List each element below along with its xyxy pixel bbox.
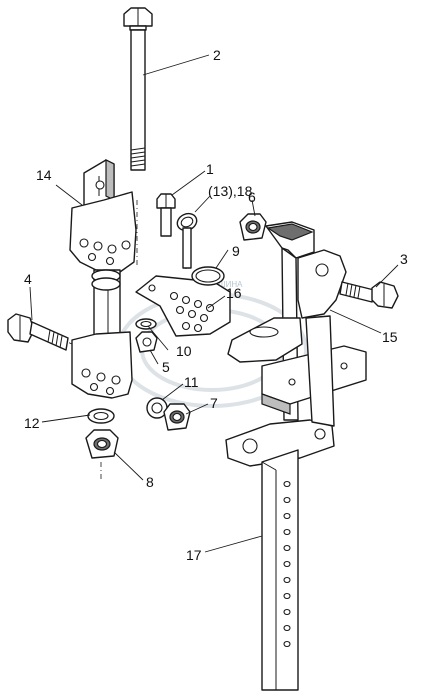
drawbar-shaft [261, 449, 299, 691]
small-nut [135, 331, 158, 353]
callout-3: 3 [400, 251, 408, 267]
right-nut [163, 403, 191, 431]
callout-14: 14 [36, 167, 52, 183]
callout-10: 10 [176, 343, 192, 359]
long-bolt [123, 7, 153, 171]
hitch-body [225, 221, 367, 467]
callout-6: 6 [248, 189, 256, 205]
hole-plate [135, 275, 231, 337]
callout-15: 15 [382, 329, 398, 345]
callout-8: 8 [146, 474, 154, 490]
callout-4: 4 [24, 271, 32, 287]
callout-13-18: (13),18 [208, 183, 253, 199]
leader-lines [29, 54, 399, 553]
callout-5: 5 [162, 359, 170, 375]
callout-labels: 2 1 (13),18 14 6 9 3 4 16 15 10 5 11 7 1… [24, 47, 408, 563]
callout-1: 1 [206, 161, 214, 177]
callout-2: 2 [213, 47, 221, 63]
callout-12: 12 [24, 415, 40, 431]
callout-17: 17 [186, 547, 202, 563]
left-bolt [7, 313, 69, 351]
lower-washer [87, 408, 115, 424]
lynch-pin [176, 212, 198, 269]
top-nut [239, 213, 267, 241]
lower-nut [85, 429, 119, 459]
left-bracket [69, 159, 137, 399]
right-bolt [339, 281, 399, 309]
callout-7: 7 [210, 395, 218, 411]
small-bolt [156, 193, 176, 237]
snap-ring [191, 266, 225, 286]
callout-16: 16 [226, 285, 242, 301]
callout-11: 11 [184, 374, 199, 390]
callout-9: 9 [232, 243, 240, 259]
right-washer [146, 397, 168, 419]
small-washer [135, 318, 157, 330]
